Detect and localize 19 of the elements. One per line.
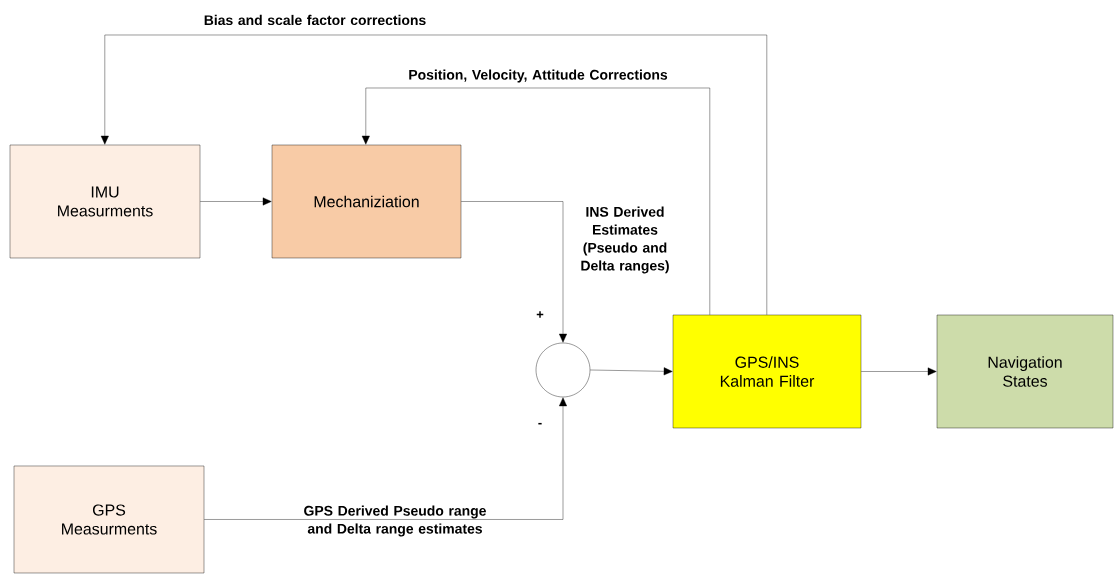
edge-label: Position, Velocity, Attitude Corrections xyxy=(409,69,668,83)
arrow xyxy=(461,201,567,343)
arrow xyxy=(590,367,673,376)
sign-label: + xyxy=(536,311,544,318)
arrow xyxy=(861,367,937,376)
arrow xyxy=(361,87,710,315)
arrow xyxy=(200,197,272,206)
process-box: IMU Measurments xyxy=(9,144,201,259)
arrow xyxy=(100,34,767,315)
edge-label: GPS Derived Pseudo range and Delta range estimates xyxy=(304,505,486,537)
summing-junction xyxy=(535,342,591,398)
process-box: GPS/INS Kalman Filter xyxy=(672,314,862,429)
arrow xyxy=(204,397,567,520)
process-box: GPS Measurments xyxy=(13,465,205,574)
edge-label: INS Derived Estimates (Pseudo and Delta ranges) xyxy=(581,206,669,274)
edge-label: Bias and scale factor corrections xyxy=(204,14,426,26)
process-box: Mechaniziation xyxy=(271,144,462,259)
sign-label: - xyxy=(538,422,542,425)
process-box: Navigation States xyxy=(936,314,1114,429)
